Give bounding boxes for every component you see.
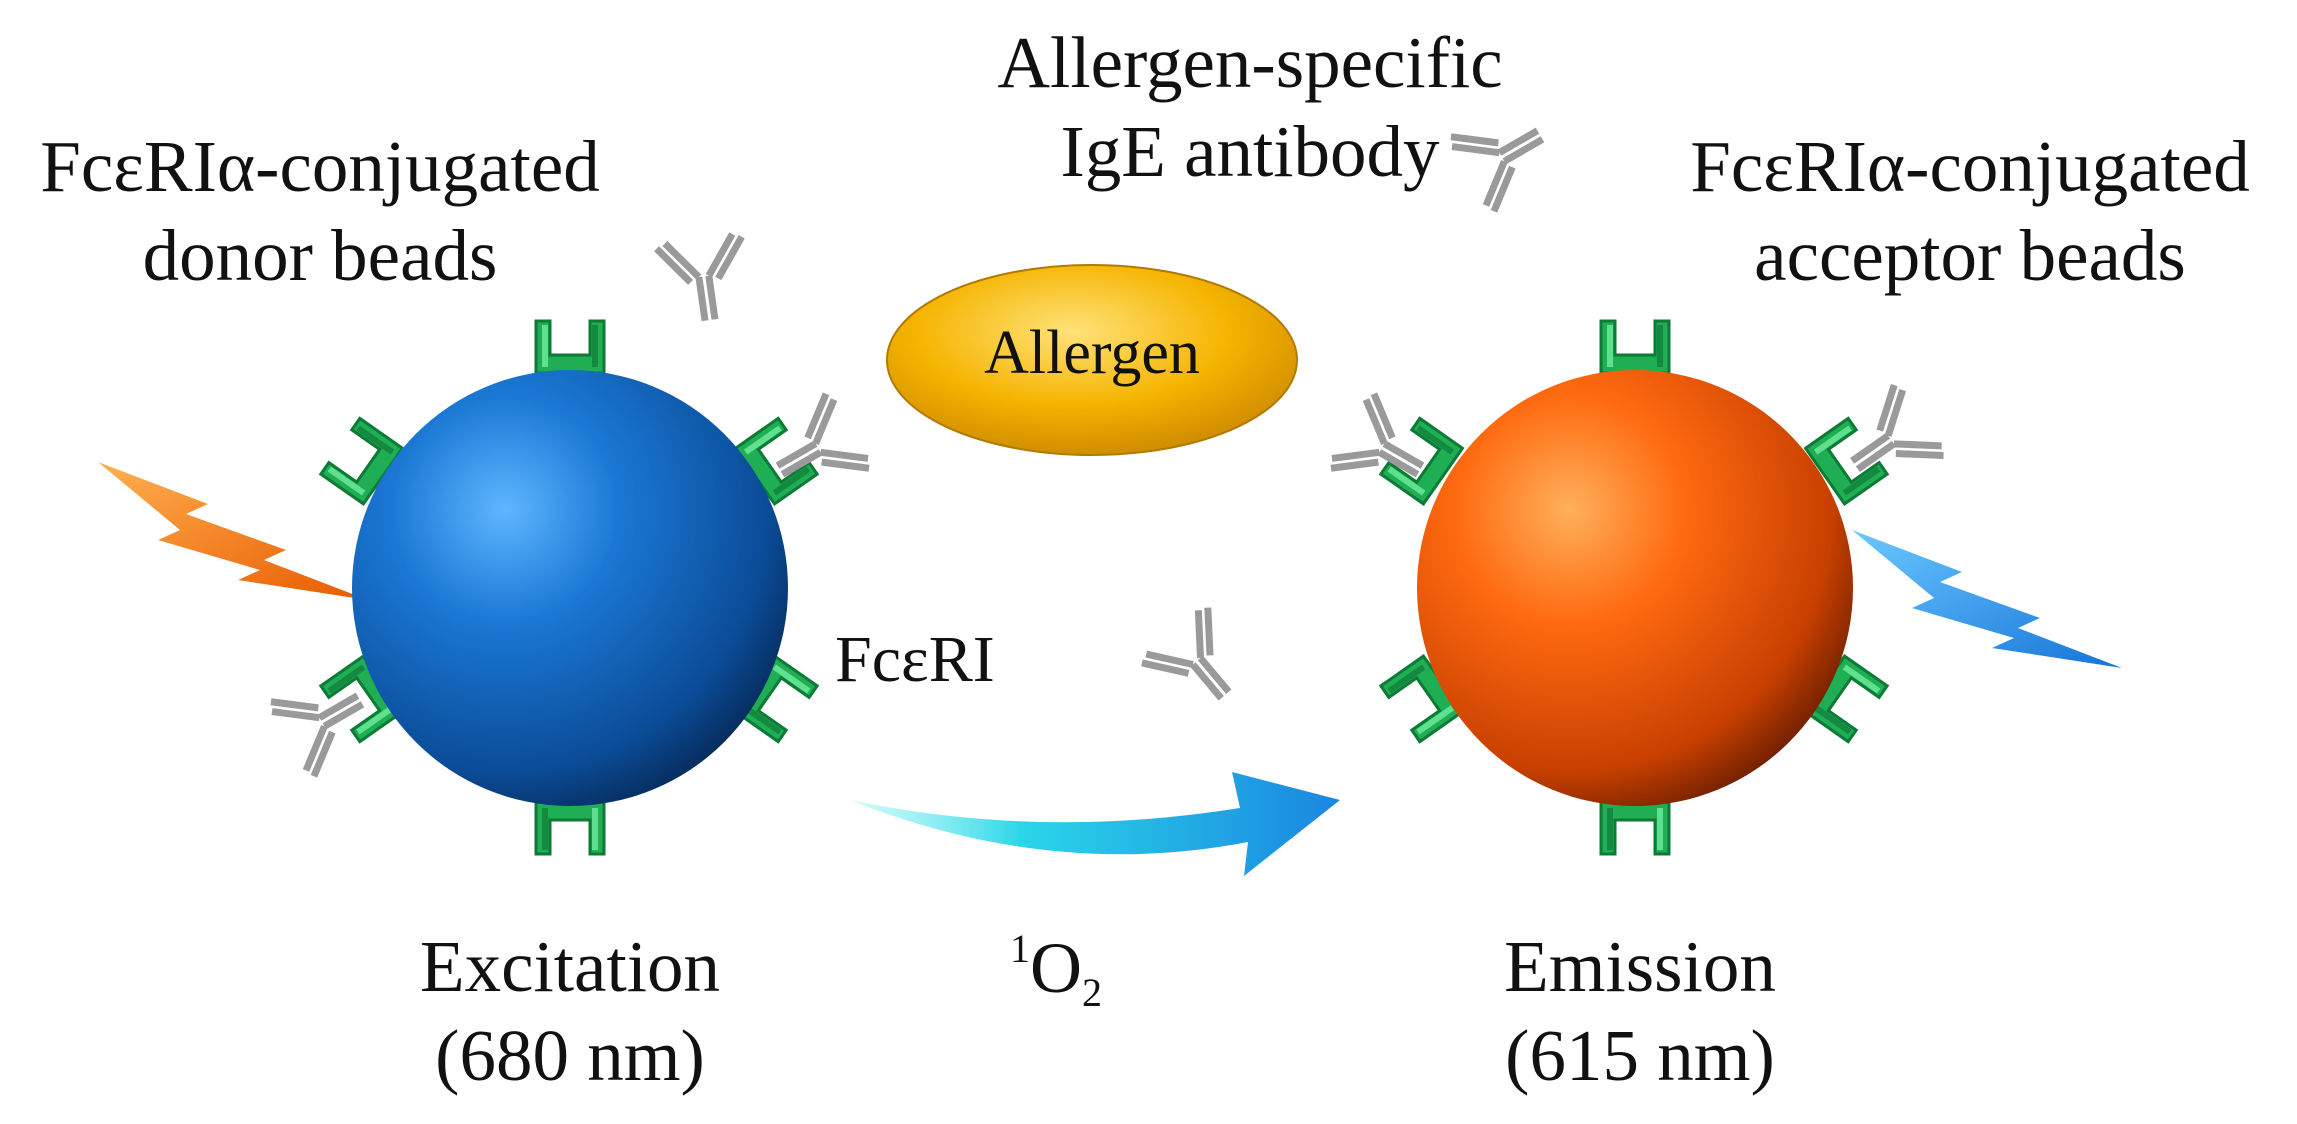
ige-antibody-label-line2: IgE antibody [1060, 111, 1440, 193]
donor-bead [352, 370, 788, 806]
fcri-receptor-icon [1599, 800, 1671, 856]
acceptor-beads-label-line1: FcεRIα-conjugated [1690, 126, 2250, 207]
allergen-label: Allergen [984, 319, 1200, 387]
donor-beads-label: FcεRIα-conjugated donor beads [20, 122, 620, 300]
ige-antibody-icon [656, 233, 753, 326]
singlet-oxygen-base: O [1030, 928, 1082, 1008]
emission-label-wavelength: (615 nm) [1505, 1015, 1775, 1097]
donor-beads-label-line2: donor beads [142, 215, 498, 297]
acceptor-bead [1417, 370, 1853, 806]
excitation-label: Excitation (680 nm) [350, 922, 790, 1100]
singlet-oxygen-superscript: 1 [1010, 926, 1030, 971]
emission-bolt-icon [1852, 530, 2122, 668]
excitation-bolt-icon [98, 462, 368, 600]
ige-antibody-icon [1139, 605, 1258, 723]
donor-beads-label-line1: FcεRIα-conjugated [40, 126, 600, 207]
receptor-label: FcεRI [835, 623, 995, 696]
emission-label: Emission (615 nm) [1420, 922, 1860, 1100]
fcri-receptor-icon [534, 800, 606, 856]
fcri-receptor-icon [534, 319, 606, 375]
excitation-label-line1: Excitation [419, 926, 721, 1007]
excitation-label-wavelength: (680 nm) [435, 1015, 705, 1097]
singlet-oxygen-label: 1O2 [1010, 925, 1102, 1016]
singlet-oxygen-subscript: 2 [1082, 970, 1102, 1015]
emission-label-line1: Emission [1504, 926, 1776, 1007]
ige-antibody-label: Allergen-specific IgE antibody [930, 18, 1570, 196]
fcri-receptor-icon [1599, 319, 1671, 375]
acceptor-beads-label: FcεRIα-conjugated acceptor beads [1660, 122, 2280, 300]
singlet-oxygen-transfer-arrow [850, 772, 1340, 876]
ige-antibody-label-line1: Allergen-specific [997, 22, 1503, 103]
allergen-molecule [886, 264, 1298, 456]
acceptor-beads-label-line2: acceptor beads [1754, 215, 2186, 297]
